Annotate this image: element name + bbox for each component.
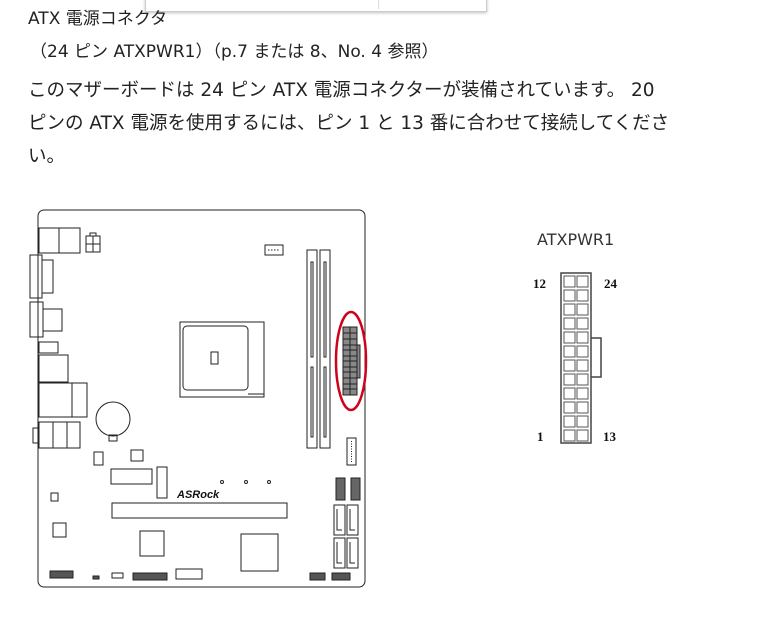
pin-cell <box>563 317 576 330</box>
pin-cell <box>576 359 589 372</box>
pin-cell <box>563 401 576 414</box>
pin-cell <box>563 303 576 316</box>
pin-cell <box>563 373 576 386</box>
bottom-headers <box>49 568 351 581</box>
super-io-chip <box>240 533 279 572</box>
pin-cell <box>576 331 589 344</box>
pin-cell <box>563 345 576 358</box>
cmos-battery <box>95 401 131 442</box>
pcie-slot <box>111 502 288 519</box>
popup-divider <box>378 0 379 9</box>
section-title: ATX 電源コネクタ <box>28 9 168 29</box>
section-subtitle: （24 ピン ATXPWR1）（p.7 または 8、No. 4 参照） <box>30 42 439 62</box>
pin-cell <box>576 401 589 414</box>
vertical-slot <box>156 466 168 499</box>
pin-cell <box>576 415 589 428</box>
pin-cell <box>563 429 576 442</box>
front-headers <box>335 477 361 501</box>
pin-cell <box>576 317 589 330</box>
popup-toolbar <box>145 0 487 12</box>
pin-cell <box>563 331 576 344</box>
pin-cell <box>563 359 576 372</box>
pin-label-13: 13 <box>603 429 617 444</box>
pin-cell <box>563 275 576 288</box>
pin-cell <box>576 303 589 316</box>
connector-title: ATXPWR1 <box>537 230 614 249</box>
pin-cell <box>576 387 589 400</box>
pin-cell <box>563 415 576 428</box>
body-line: このマザーボードは 24 ピン ATX 電源コネクターが装備されています。 20 <box>28 80 655 101</box>
pin-cell <box>576 275 589 288</box>
chip-small <box>130 449 144 462</box>
pin-label-1: 1 <box>537 429 544 444</box>
pin-cell <box>576 345 589 358</box>
atx-power-connector-board <box>342 326 361 396</box>
pin-cell <box>563 387 576 400</box>
fan-header <box>264 244 284 256</box>
pin-cell <box>563 289 576 302</box>
dimm-slots <box>306 249 331 449</box>
m2-slot <box>110 468 153 485</box>
pin-label-24: 24 <box>604 276 618 291</box>
cpu-socket <box>179 321 265 398</box>
sata-ports <box>333 504 359 569</box>
chipset <box>139 530 165 557</box>
atxpwr1-connector <box>560 272 602 444</box>
cpu-power-connector <box>85 232 101 253</box>
usb-header <box>346 437 357 466</box>
body-line: ピンの ATX 電源を使用するには、ピン 1 と 13 番に合わせて接続してくだ… <box>28 113 670 134</box>
pin-cell <box>576 429 589 442</box>
body-line: い。 <box>28 146 66 167</box>
asrock-logo: ASRock <box>176 489 220 501</box>
highlight-ellipse <box>334 310 368 412</box>
io-panel <box>29 227 88 449</box>
fan-header-small <box>93 451 104 466</box>
pin-label-12: 12 <box>533 276 546 291</box>
board-outline <box>37 209 366 588</box>
pin-cell <box>576 373 589 386</box>
pin-cell <box>576 289 589 302</box>
